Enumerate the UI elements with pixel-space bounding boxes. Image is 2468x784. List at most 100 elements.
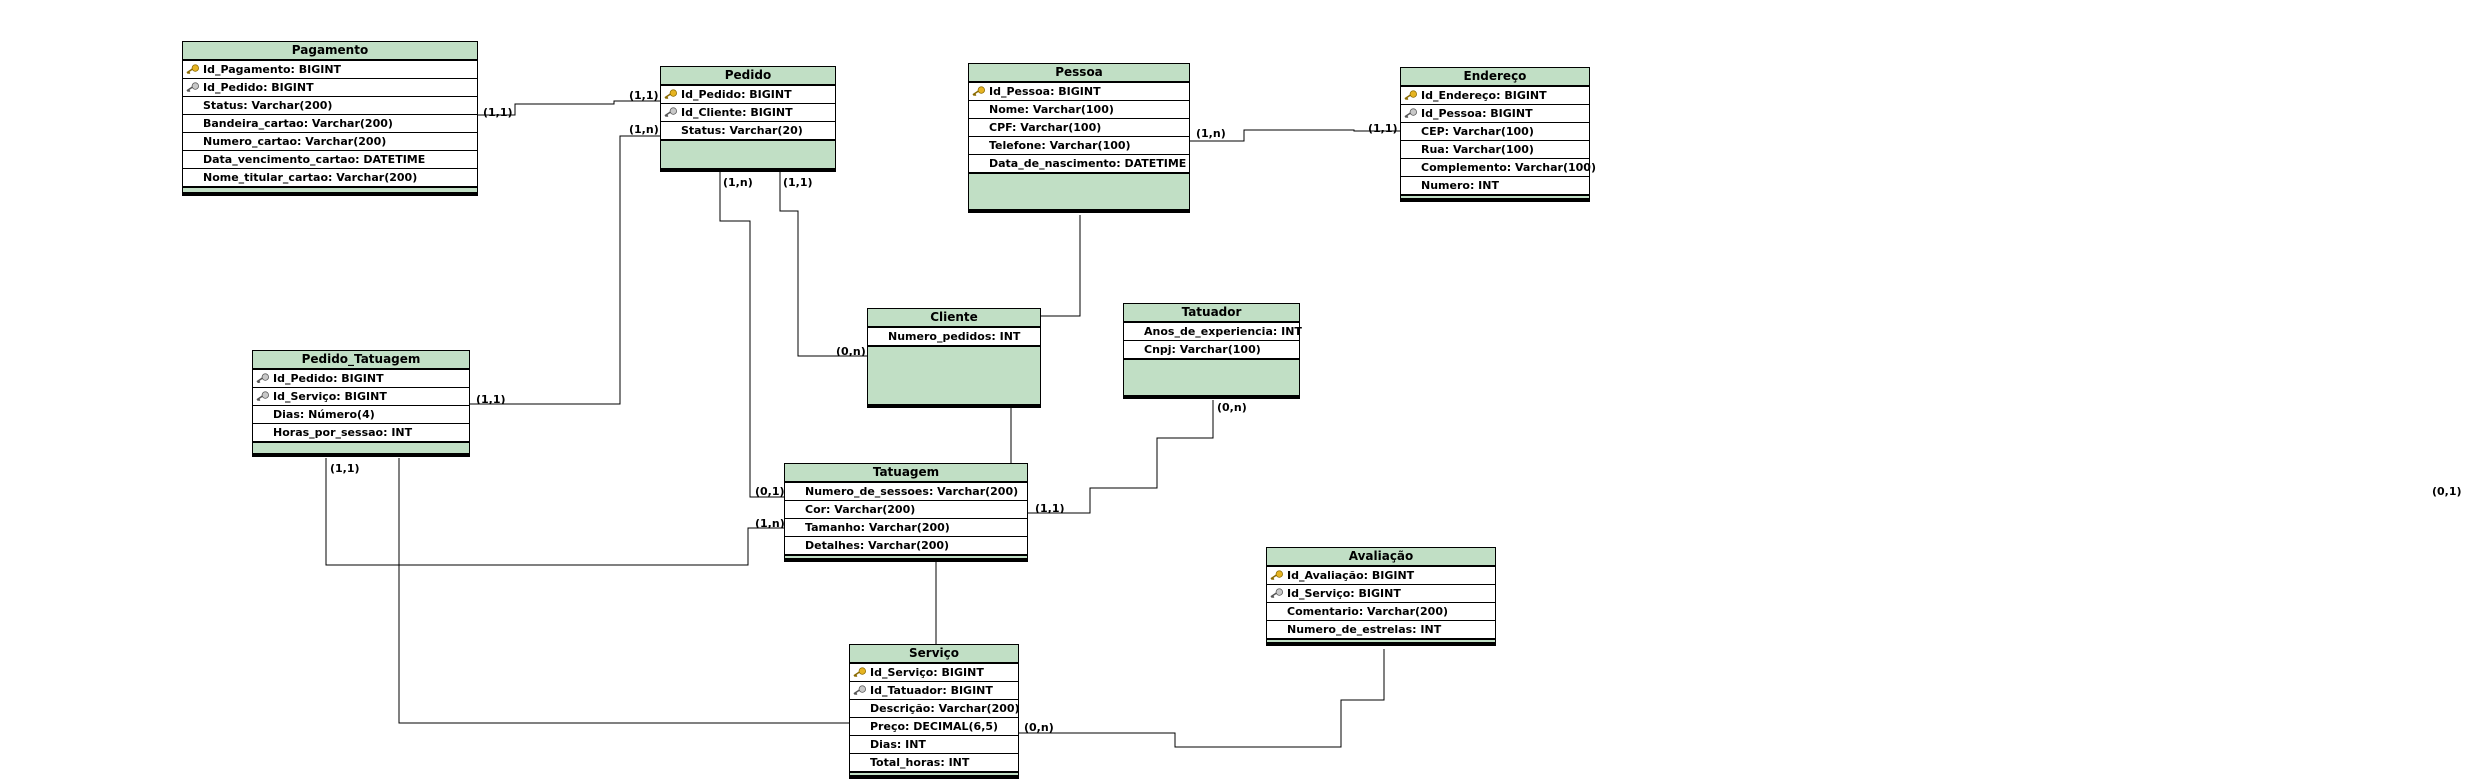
entity-title: Pessoa — [969, 64, 1189, 83]
field-label: CPF: Varchar(100) — [989, 121, 1102, 134]
field-row: Id_Cliente: BIGINT — [661, 104, 835, 122]
entity-servico[interactable]: Serviço Id_Serviço: BIGINT Id_Tatuador: … — [849, 644, 1020, 779]
foreign-key-icon — [1270, 588, 1283, 599]
field-label: CEP: Varchar(100) — [1421, 125, 1534, 138]
field-row: Id_Pessoa: BIGINT — [969, 83, 1189, 101]
field-label: Tamanho: Varchar(200) — [805, 521, 950, 534]
entity-footer-bar — [183, 192, 477, 195]
line-pagamento-pedido — [478, 100, 660, 116]
line-servico-avaliacao — [1019, 649, 1385, 748]
entity-footer — [868, 346, 1040, 404]
field-label: Bandeira_cartao: Varchar(200) — [203, 117, 393, 130]
entity-footer-bar — [868, 404, 1040, 407]
foreign-key-icon — [186, 82, 199, 93]
field-label: Preço: DECIMAL(6,5) — [870, 720, 999, 733]
entity-title: Serviço — [850, 645, 1018, 664]
line-pedido-tatuagem-servico — [398, 458, 849, 724]
field-row: Id_Pedido: BIGINT — [253, 370, 469, 388]
field-row: Id_Pessoa: BIGINT — [1401, 105, 1589, 123]
field-row: Nome_titular_cartao: Varchar(200) — [183, 169, 477, 187]
entity-title: Pedido — [661, 67, 835, 86]
entity-footer — [850, 772, 1018, 775]
cardinality-label: (0,n) — [1024, 721, 1054, 734]
field-label: Id_Serviço: BIGINT — [1287, 587, 1401, 600]
field-row: Telefone: Varchar(100) — [969, 137, 1189, 155]
field-label: Id_Pedido: BIGINT — [681, 88, 792, 101]
entity-endereco[interactable]: Endereço Id_Endereço: BIGINT Id_Pessoa: … — [1400, 67, 1596, 202]
entity-footer-bar — [1267, 642, 1495, 645]
line-pessoa-endereco — [1190, 129, 1400, 142]
line-pedido-tatuagem — [719, 172, 784, 498]
entity-footer — [1267, 639, 1495, 642]
field-label: Id_Pagamento: BIGINT — [203, 63, 342, 76]
entity-tatuagem[interactable]: Tatuagem Numero_de_sessoes: Varchar(200)… — [784, 463, 1028, 562]
field-label: Rua: Varchar(100) — [1421, 143, 1534, 156]
field-row: Dias: Número(4) — [253, 406, 469, 424]
field-row: Id_Pedido: BIGINT — [661, 86, 835, 104]
field-label: Cor: Varchar(200) — [805, 503, 916, 516]
entity-footer-bar — [253, 453, 469, 456]
field-row: Id_Serviço: BIGINT — [1267, 585, 1495, 603]
field-row: Id_Endereço: BIGINT — [1401, 87, 1589, 105]
foreign-key-icon — [256, 391, 269, 402]
field-label: Data_vencimento_cartao: DATETIME — [203, 153, 426, 166]
entity-pedido[interactable]: Pedido Id_Pedido: BIGINT Id_Cliente: BIG… — [660, 66, 836, 172]
field-label: Nome: Varchar(100) — [989, 103, 1114, 116]
field-label: Cnpj: Varchar(100) — [1144, 343, 1261, 356]
field-row: Complemento: Varchar(100) — [1401, 159, 1596, 177]
entity-footer — [253, 442, 469, 453]
entity-pedido-tatuagem[interactable]: Pedido_Tatuagem Id_Pedido: BIGINT Id_Ser… — [252, 350, 470, 457]
entity-avaliacao[interactable]: Avaliação Id_Avaliação: BIGINT Id_Serviç… — [1266, 547, 1496, 646]
field-label: Telefone: Varchar(100) — [989, 139, 1131, 152]
primary-key-icon — [1270, 570, 1283, 581]
foreign-key-icon — [853, 685, 866, 696]
field-label: Id_Pedido: BIGINT — [203, 81, 314, 94]
field-label: Id_Pedido: BIGINT — [273, 372, 384, 385]
entity-tatuador[interactable]: Tatuador Anos_de_experiencia: INT Cnpj: … — [1123, 303, 1302, 399]
field-row: Cor: Varchar(200) — [785, 501, 1027, 519]
entity-title: Avaliação — [1267, 548, 1495, 567]
entity-footer — [661, 140, 835, 168]
field-label: Anos_de_experiencia: INT — [1144, 325, 1302, 338]
field-row: Status: Varchar(200) — [183, 97, 477, 115]
entity-footer — [1124, 359, 1299, 395]
field-label: Numero_de_sessoes: Varchar(200) — [805, 485, 1019, 498]
field-label: Numero_de_estrelas: INT — [1287, 623, 1442, 636]
cardinality-label: (1,n) — [723, 176, 753, 189]
field-row: Tamanho: Varchar(200) — [785, 519, 1027, 537]
field-label: Id_Endereço: BIGINT — [1421, 89, 1547, 102]
entity-footer-bar — [1401, 198, 1589, 201]
line-pedido-pedido-tatuagem — [470, 135, 660, 405]
field-row: Total_horas: INT — [850, 754, 1018, 772]
field-label: Id_Avaliação: BIGINT — [1287, 569, 1415, 582]
field-label: Detalhes: Varchar(200) — [805, 539, 950, 552]
field-row: CPF: Varchar(100) — [969, 119, 1189, 137]
cardinality-label: (1,n) — [755, 517, 785, 530]
field-row: Id_Serviço: BIGINT — [850, 664, 1018, 682]
field-label: Id_Serviço: BIGINT — [273, 390, 387, 403]
field-label: Status: Varchar(20) — [681, 124, 803, 137]
field-label: Numero_pedidos: INT — [888, 330, 1021, 343]
field-label: Dias: INT — [870, 738, 926, 751]
foreign-key-icon — [1404, 108, 1417, 119]
field-row: Id_Avaliação: BIGINT — [1267, 567, 1495, 585]
field-row: Numero: INT — [1401, 177, 1589, 195]
field-row: Status: Varchar(20) — [661, 122, 835, 140]
field-row: Comentario: Varchar(200) — [1267, 603, 1495, 621]
field-row: Horas_por_sessao: INT — [253, 424, 469, 442]
field-row: Preço: DECIMAL(6,5) — [850, 718, 1018, 736]
field-label: Id_Pessoa: BIGINT — [989, 85, 1101, 98]
entity-title: Tatuador — [1124, 304, 1299, 323]
cardinality-label: (1,1) — [330, 462, 360, 475]
foreign-key-icon — [256, 373, 269, 384]
cardinality-label: (1,n) — [629, 123, 659, 136]
entity-cliente[interactable]: Cliente Numero_pedidos: INT — [867, 308, 1041, 408]
line-tatuador-tatuagem — [1028, 400, 1214, 514]
entity-pessoa[interactable]: Pessoa Id_Pessoa: BIGINT Nome: Varchar(1… — [968, 63, 1190, 213]
entity-footer — [183, 187, 477, 192]
primary-key-icon — [1404, 90, 1417, 101]
line-pessoa-cliente — [1041, 215, 1081, 317]
entity-pagamento[interactable]: Pagamento Id_Pagamento: BIGINT Id_Pedido… — [182, 41, 478, 196]
cardinality-label: (1,1) — [783, 176, 813, 189]
field-row: Descrição: Varchar(200) — [850, 700, 1020, 718]
